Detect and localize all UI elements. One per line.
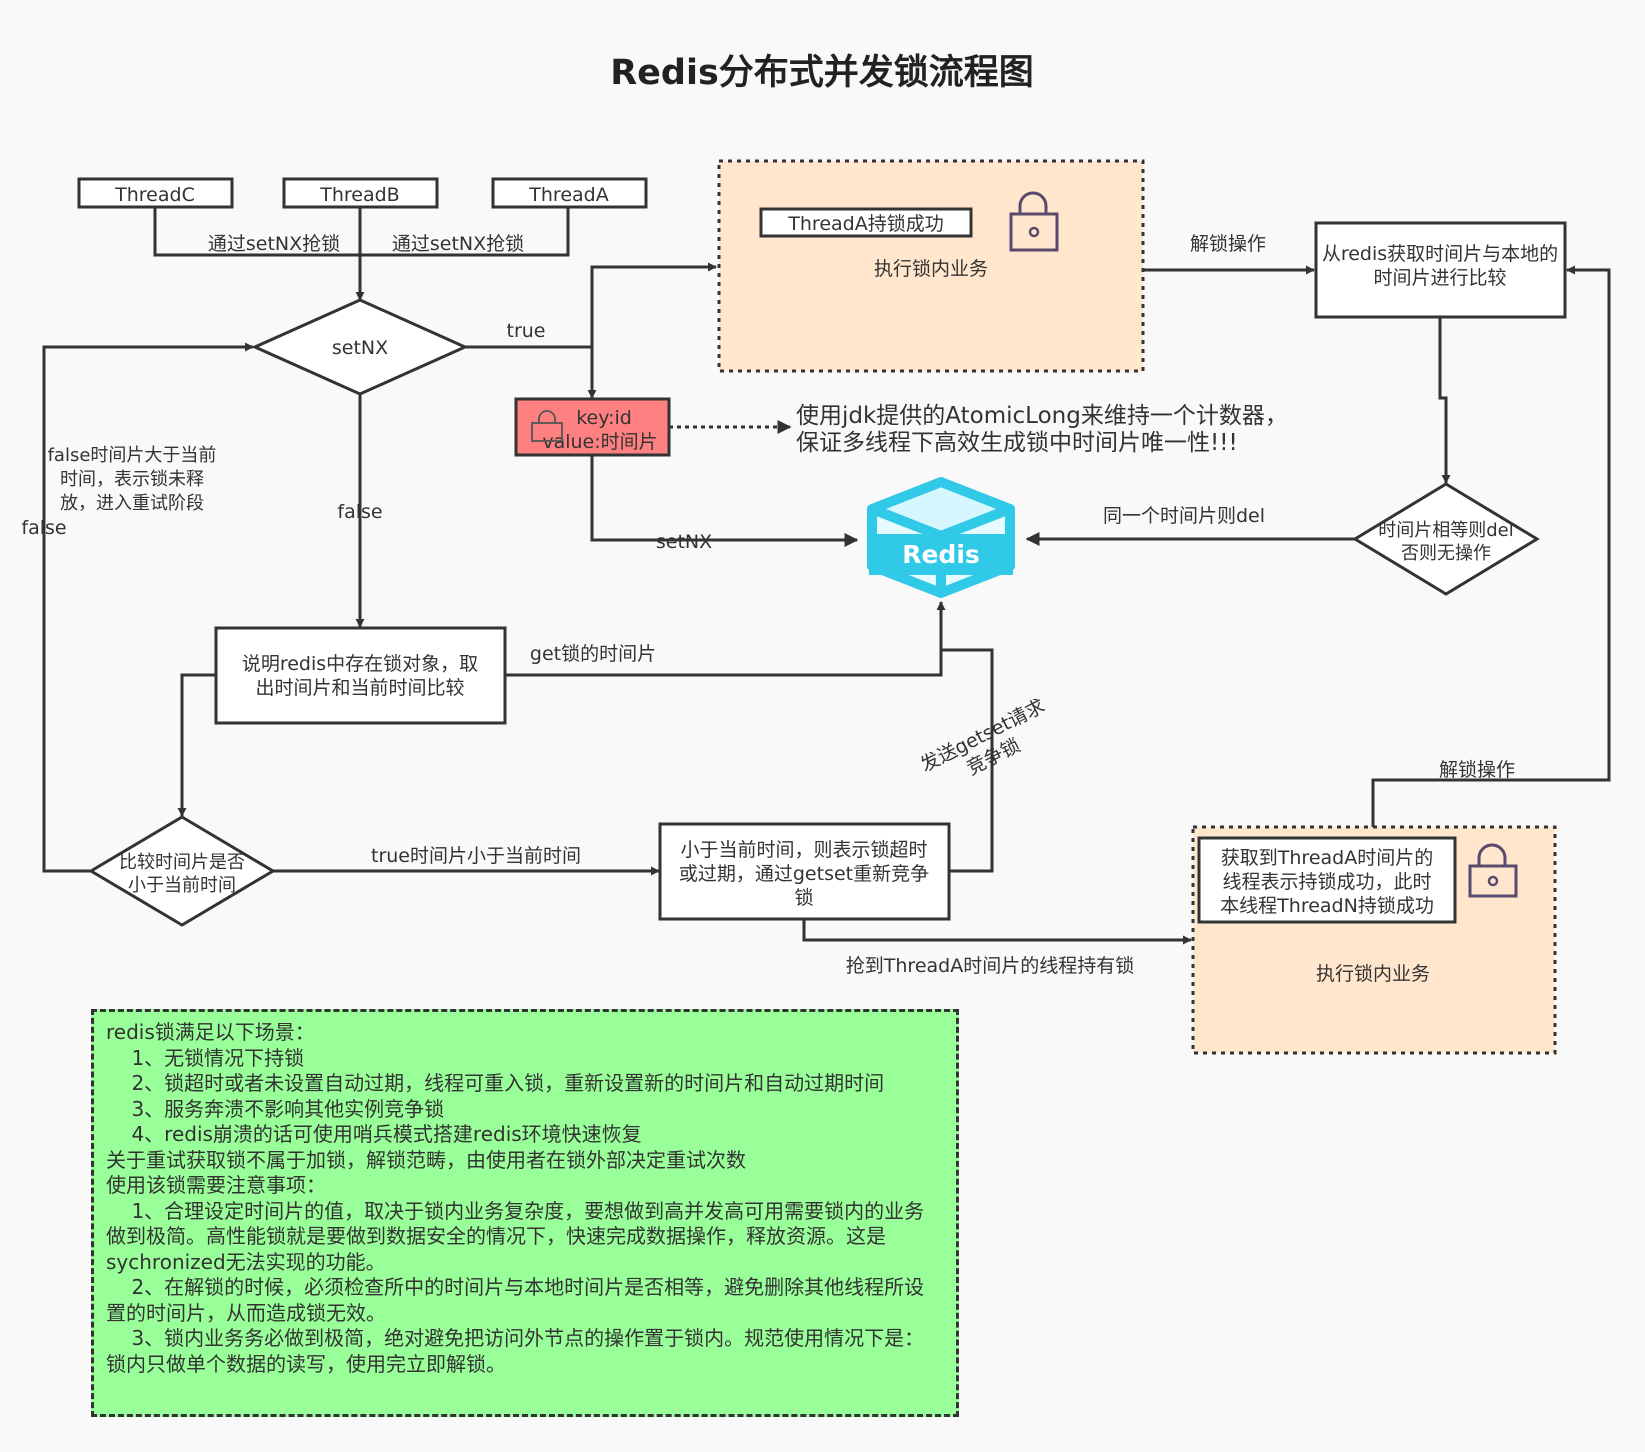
notes-line: 1、无锁情况下持锁: [106, 1045, 305, 1070]
lock-zone-top: ThreadA持锁成功 执行锁内业务: [717, 159, 1145, 373]
lock-zone-top-task: 执行锁内业务: [874, 258, 988, 280]
notes-line: 3、锁内业务务必做到极简，绝对避免把访问外节点的操作置于锁内。规范使用情况下是：…: [106, 1326, 925, 1376]
edge-label-setnx-grab-right: 通过setNX抢锁: [392, 233, 524, 255]
edge-label-unlock-bottom: 解锁操作: [1439, 759, 1515, 781]
edge-label-true-less: true时间片小于当前时间: [371, 845, 581, 867]
unlock-bottom-arrow: [1371, 265, 1611, 827]
false-retry-loop-arrow: [42, 342, 254, 873]
explain-box: 说明redis中存在锁对象，取 出时间片和当前时间比较: [214, 626, 507, 725]
getset-line-2: 或过期，通过getset重新竞争: [679, 863, 929, 885]
edge-label-unlock-top: 解锁操作: [1190, 233, 1266, 255]
equal-decision-line-1: 时间片相等则del: [1378, 520, 1514, 541]
thread-a-label: ThreadA: [528, 184, 608, 206]
edge-label-setnx-to-redis: setNX: [656, 531, 712, 553]
compare-decision-line-1: 比较时间片是否: [119, 852, 245, 873]
explain-line-2: 出时间片和当前时间比较: [255, 677, 464, 699]
keyid-box: key:id value:时间片: [514, 397, 671, 457]
lock-zone-bottom-line-3: 本线程ThreadN持锁成功: [1220, 895, 1434, 917]
thread-c-label: ThreadC: [114, 184, 195, 206]
edge-label-true: true: [507, 320, 546, 342]
getset-box: 小于当前时间，则表示锁超时 或过期，通过getset重新竞争 锁: [658, 822, 951, 921]
true-to-keyid-arrow: [465, 345, 597, 399]
lock-zone-top-label: ThreadA持锁成功: [787, 213, 943, 235]
keyid-line-1: key:id: [576, 407, 632, 429]
lock-zone-bottom-line-2: 线程表示持锁成功，此时: [1222, 871, 1431, 893]
equal-decision: 时间片相等则del 否则无操作: [1352, 482, 1540, 596]
get-timeslice-arrow: [505, 601, 946, 677]
getset-to-redis-line: [941, 648, 994, 873]
thread-b-box: ThreadB: [282, 177, 439, 209]
redis-cube-icon: Redis: [867, 477, 1015, 598]
compare-local-box: 从redis获取时间片与本地的 时间片进行比较: [1314, 221, 1567, 319]
grab-threada-arrow: [802, 919, 1192, 945]
edge-label-send-getset: 发送getset请求 竞争锁: [917, 695, 1048, 780]
keyid-to-redis-arrow: [590, 455, 859, 547]
lock-zone-bottom-line-1: 获取到ThreadA时间片的: [1221, 847, 1433, 869]
notes-line: 1、合理设定时间片的值，取决于锁内业务复杂度，要想做到高并发高可用需要锁内的业务…: [106, 1198, 925, 1274]
equal-decision-line-2: 否则无操作: [1401, 543, 1491, 564]
false-note-line-1: false时间片大于当前: [48, 445, 217, 466]
false-note-line-2: 时间，表示锁未释: [60, 469, 204, 490]
lock-icon-bottom: [1468, 843, 1518, 898]
thread-c-box: ThreadC: [77, 177, 234, 209]
atomic-note-line-2: 保证多线程下高效生成锁中时间片唯一性!!!: [796, 430, 1238, 456]
keyid-line-2: value:时间片: [542, 431, 657, 453]
notes-line: 2、锁超时或者未设置自动过期，线程可重入锁，重新设置新的时间片和自动过期时间: [106, 1071, 885, 1095]
lock-zone-bottom: 获取到ThreadA时间片的 线程表示持锁成功，此时 本线程ThreadN持锁成…: [1191, 825, 1557, 1055]
edge-label-get-timeslice: get锁的时间片: [530, 643, 656, 665]
notes-line: redis锁满足以下场景：: [106, 1020, 315, 1044]
page-title: Redis分布式并发锁流程图: [610, 53, 1034, 93]
true-to-lockzone-arrow: [590, 262, 717, 347]
notes-line: 关于重试获取锁不属于加锁，解锁范畴，由使用者在锁外部决定重试次数: [106, 1147, 746, 1172]
edge-label-grab-threada: 抢到ThreadA时间片的线程持有锁: [846, 955, 1134, 977]
keyid-lock-icon: [531, 410, 563, 442]
atomic-note-line-1: 使用jdk提供的AtomicLong来维持一个计数器，: [796, 403, 1288, 429]
false-note-line-3: 放，进入重试阶段: [60, 493, 204, 514]
edge-label-setnx-grab-left: 通过setNX抢锁: [208, 233, 340, 255]
notes-line: 4、redis崩溃的话可使用哨兵模式搭建redis环境快速恢复: [106, 1122, 642, 1146]
notes-line: 使用该锁需要注意事项：: [106, 1173, 326, 1197]
edge-label-false-left: false: [21, 517, 66, 539]
compare-local-line-2: 时间片进行比较: [1373, 267, 1506, 289]
compare-to-equal-arrow: [1438, 317, 1451, 484]
thread-a-box: ThreadA: [491, 177, 648, 209]
compare-decision: 比较时间片是否 小于当前时间: [88, 815, 276, 927]
thread-b-label: ThreadB: [319, 184, 399, 206]
edge-label-same-timeslice: 同一个时间片则del: [1103, 505, 1265, 527]
setnx-decision: setNX: [251, 298, 469, 396]
compare-local-line-1: 从redis获取时间片与本地的: [1322, 243, 1558, 265]
redis-logo-text: Redis: [902, 540, 980, 569]
notes-panel: redis锁满足以下场景： 1、无锁情况下持锁 2、锁超时或者未设置自动过期，线…: [91, 1009, 959, 1417]
getset-line-1: 小于当前时间，则表示锁超时: [680, 839, 927, 861]
setnx-decision-label: setNX: [332, 337, 388, 359]
edge-label-false-middle: false: [337, 501, 382, 523]
explain-line-1: 说明redis中存在锁对象，取: [242, 653, 478, 675]
explain-to-compare-arrow: [177, 673, 216, 817]
getset-line-3: 锁: [794, 887, 813, 909]
notes-line: 2、在解锁的时候，必须检查所中的时间片与本地时间片是否相等，避免删除其他线程所设…: [106, 1275, 925, 1325]
lock-zone-bottom-task: 执行锁内业务: [1316, 963, 1430, 985]
notes-line: 3、服务奔溃不影响其他实例竞争锁: [106, 1096, 445, 1121]
compare-decision-line-2: 小于当前时间: [128, 875, 236, 896]
lock-icon: [1009, 191, 1059, 252]
